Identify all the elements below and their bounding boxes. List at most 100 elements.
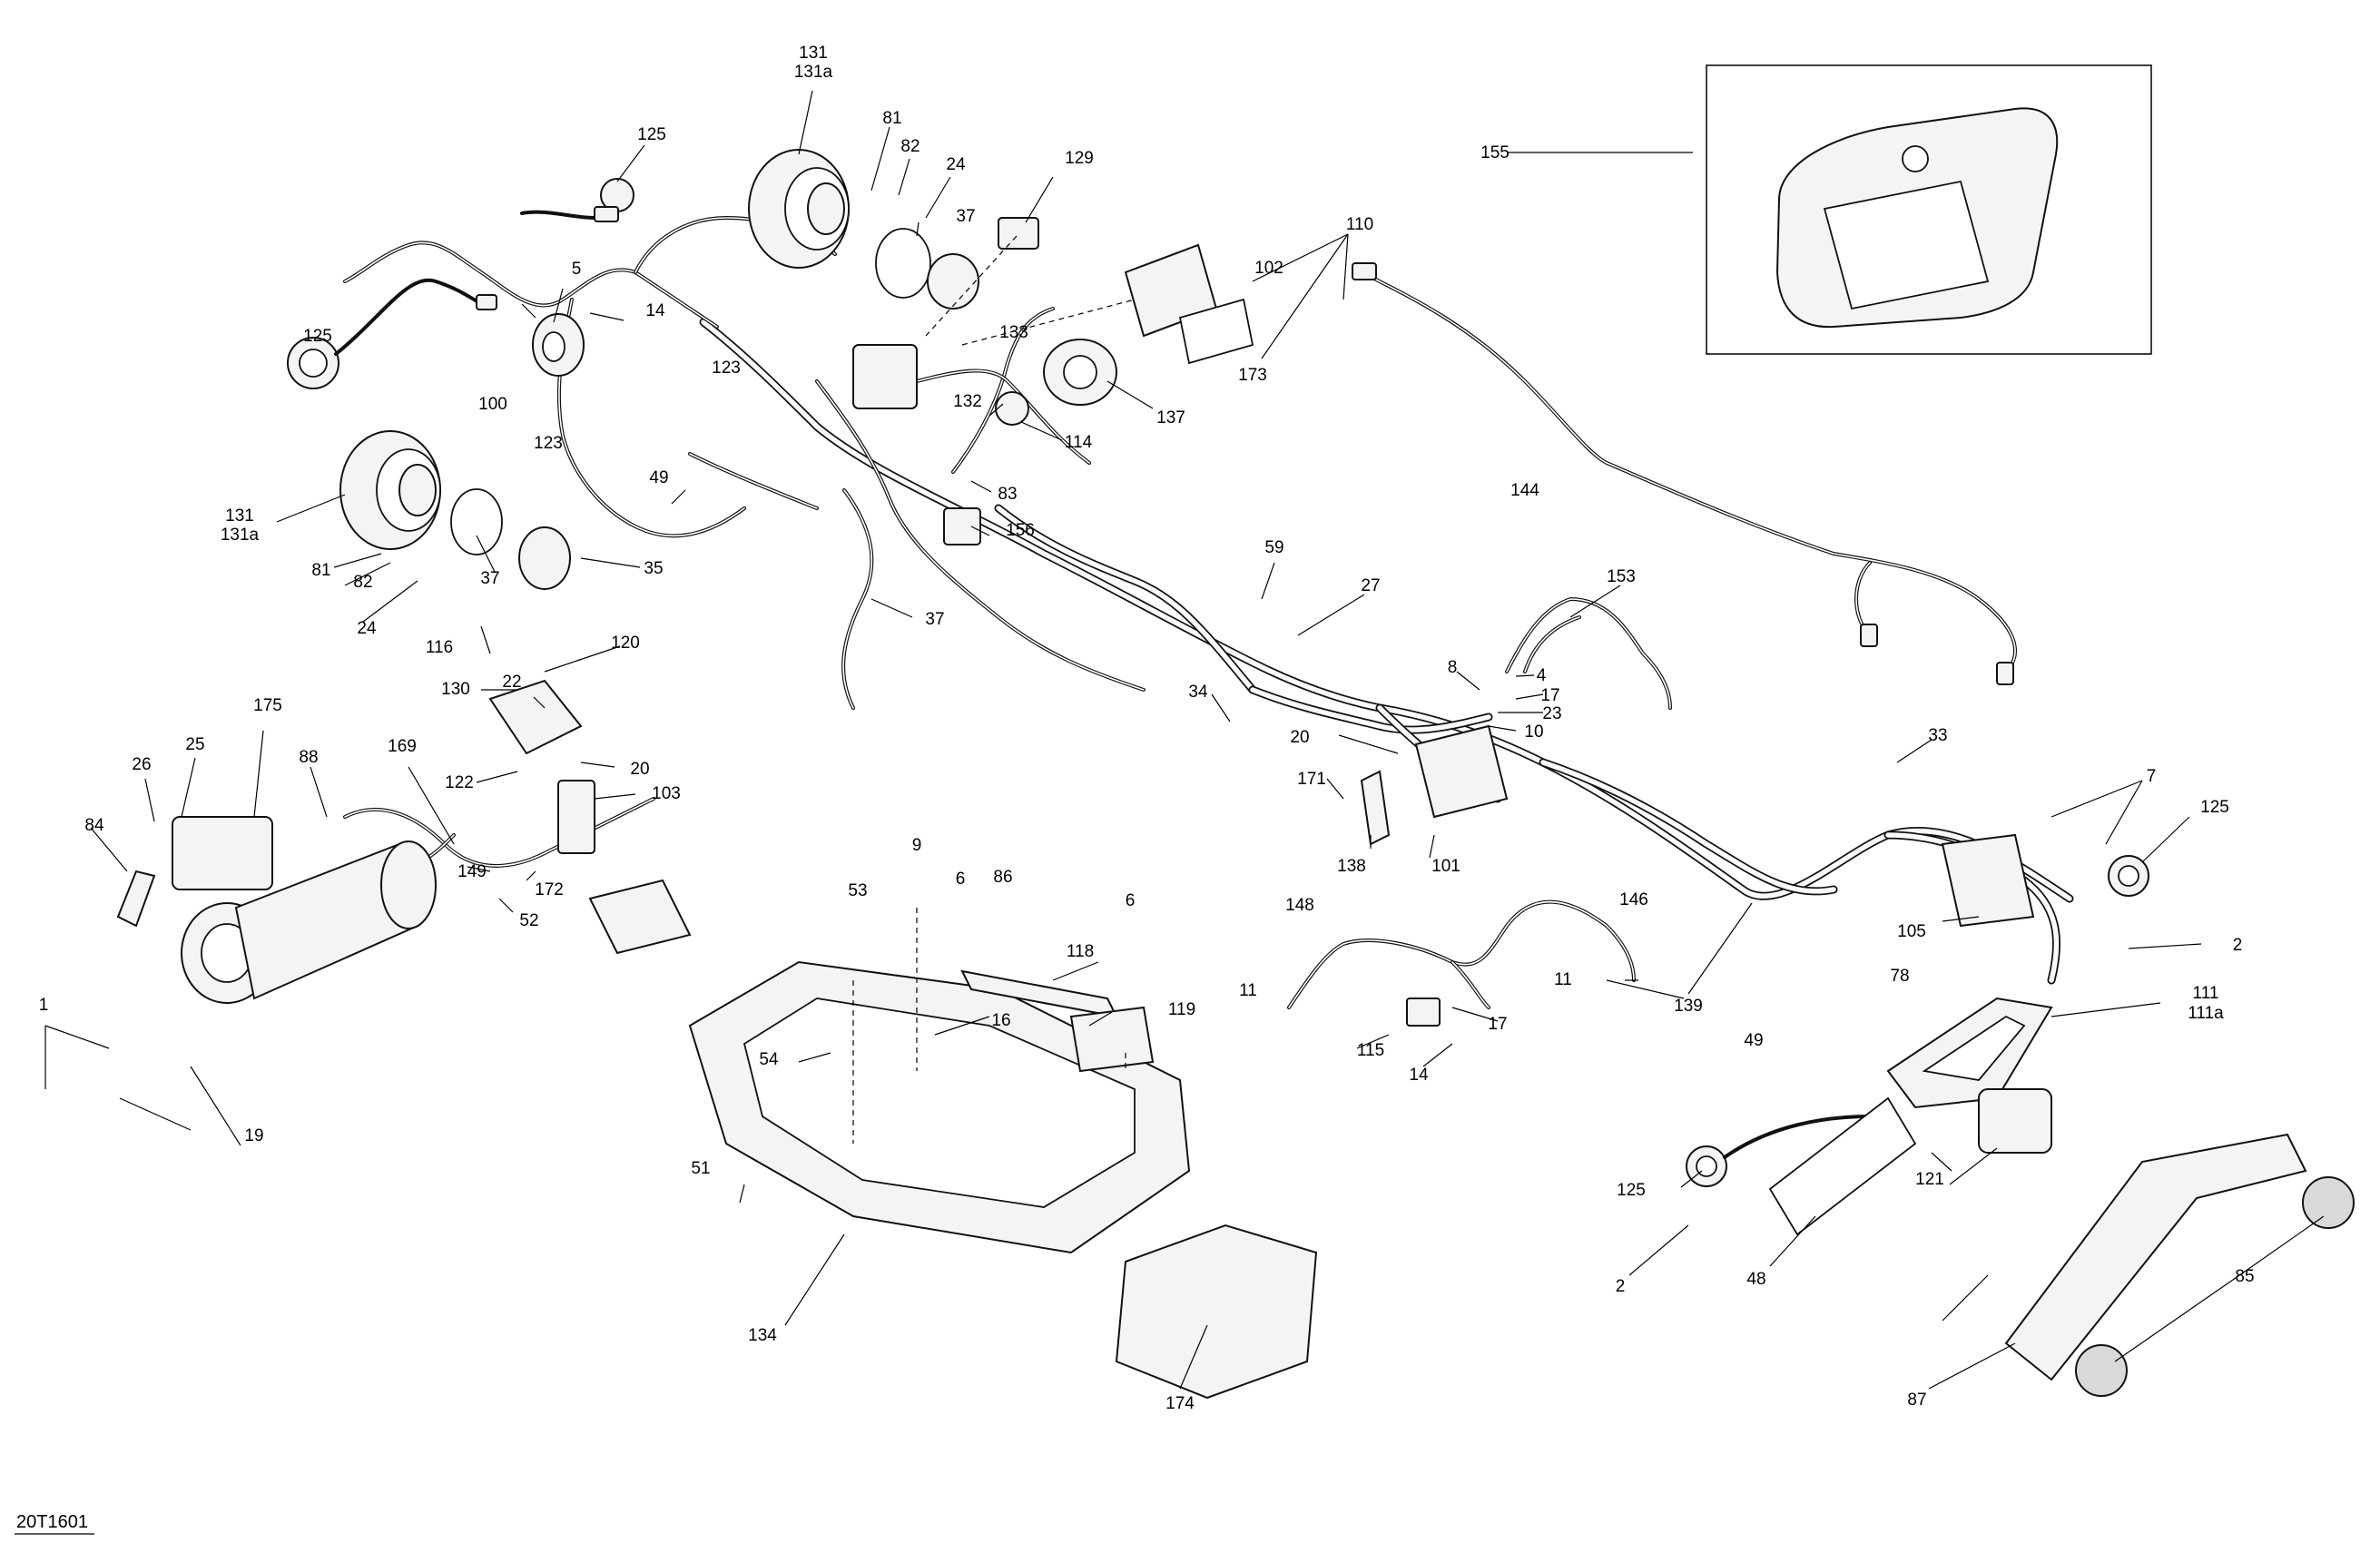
callout-123-a: 123 xyxy=(712,359,741,378)
front-harness xyxy=(343,215,1146,710)
callout-131a: 131a xyxy=(794,63,833,82)
callout-6-b: 6 xyxy=(1126,891,1136,910)
light-35 xyxy=(518,526,571,590)
callout-83: 83 xyxy=(998,485,1017,504)
junction-block-101 xyxy=(1414,724,1509,819)
callout-7: 7 xyxy=(2147,767,2157,786)
callout-1: 1 xyxy=(39,996,49,1015)
callout-17: 17 xyxy=(1540,686,1559,705)
callout-24-left: 24 xyxy=(357,619,377,638)
callout-81: 81 xyxy=(882,109,901,128)
battery-174 xyxy=(1115,1224,1318,1400)
connector-block-center xyxy=(852,344,918,409)
callout-16: 16 xyxy=(991,1011,1010,1030)
callout-146: 146 xyxy=(1619,890,1648,909)
callout-131a-left: 131a xyxy=(221,526,260,545)
callout-110: 110 xyxy=(1346,215,1373,234)
callout-52: 52 xyxy=(519,911,538,930)
callout-48: 48 xyxy=(1746,1270,1765,1289)
callout-14: 14 xyxy=(645,301,665,320)
callout-37-center: 37 xyxy=(925,610,944,629)
relay-156 xyxy=(943,507,981,545)
callout-101: 101 xyxy=(1431,857,1460,876)
callout-125-right: 125 xyxy=(2200,798,2229,817)
callout-82-left: 82 xyxy=(353,573,372,592)
callout-175: 175 xyxy=(253,696,282,715)
winch-remote-172 xyxy=(588,879,692,955)
callout-134: 134 xyxy=(748,1326,777,1345)
relay-129 xyxy=(998,217,1039,250)
callout-22: 22 xyxy=(502,673,521,692)
callout-85: 85 xyxy=(2235,1267,2254,1286)
callout-24: 24 xyxy=(946,155,966,174)
bracket-138 xyxy=(1360,770,1391,846)
callout-37-left: 37 xyxy=(480,569,499,588)
callout-133: 133 xyxy=(999,323,1028,342)
callout-169: 169 xyxy=(388,737,417,756)
callout-111a: 111a xyxy=(2188,1004,2224,1023)
callout-132: 132 xyxy=(953,392,982,411)
callout-labels: 131 131a 125 81 82 24 37 129 5 14 100 12… xyxy=(39,44,2255,1413)
callout-121: 121 xyxy=(1915,1170,1944,1189)
callout-118: 118 xyxy=(1067,942,1094,961)
callout-51: 51 xyxy=(691,1159,710,1178)
callout-6-a: 6 xyxy=(956,870,966,889)
callout-173: 173 xyxy=(1238,366,1267,385)
callout-19: 19 xyxy=(244,1126,263,1145)
headlight-lower xyxy=(339,430,503,555)
callout-86: 86 xyxy=(993,868,1012,887)
module-121 xyxy=(1978,1088,2052,1154)
light-100 xyxy=(532,313,585,377)
callout-125-bottom: 125 xyxy=(1617,1181,1646,1200)
callout-119: 119 xyxy=(1168,1000,1195,1019)
callout-138: 138 xyxy=(1337,857,1366,876)
callout-35: 35 xyxy=(644,559,663,578)
reflector-85 xyxy=(2075,1176,2355,1397)
callout-59: 59 xyxy=(1264,538,1283,557)
callout-139: 139 xyxy=(1674,997,1703,1016)
callout-23: 23 xyxy=(1542,704,1561,723)
light-125-right xyxy=(2108,855,2149,897)
callout-174: 174 xyxy=(1165,1394,1195,1413)
callout-123-b: 123 xyxy=(534,434,563,453)
callout-54: 54 xyxy=(759,1050,779,1069)
callout-26: 26 xyxy=(132,755,151,774)
callout-87: 87 xyxy=(1907,1391,1926,1410)
callout-53: 53 xyxy=(848,881,867,900)
callout-9: 9 xyxy=(912,836,922,855)
taillight-111 xyxy=(1886,997,2053,1109)
callout-122: 122 xyxy=(445,773,474,792)
callout-20-left: 20 xyxy=(630,760,649,779)
callout-49-b: 49 xyxy=(1744,1031,1763,1050)
callout-100: 100 xyxy=(478,395,507,414)
diagram-reference-id: 20T1601 xyxy=(16,1512,88,1532)
callout-2-right: 2 xyxy=(2233,936,2243,955)
callout-8: 8 xyxy=(1448,658,1458,677)
callout-5: 5 xyxy=(572,260,582,279)
callout-149: 149 xyxy=(457,862,487,881)
callout-11-left: 11 xyxy=(1239,981,1257,1000)
callout-81-left: 81 xyxy=(311,561,330,580)
bracket-119 xyxy=(1069,1006,1155,1073)
callout-155: 155 xyxy=(1480,143,1510,162)
harness-144 xyxy=(1352,262,2017,685)
callout-103: 103 xyxy=(652,784,681,803)
switch-120 xyxy=(488,679,583,755)
subframe-134 xyxy=(688,960,1191,1254)
bracket-48 xyxy=(1768,1096,1917,1236)
callout-49-a: 49 xyxy=(649,468,668,487)
inset-box-155 xyxy=(1706,64,2152,355)
callout-20-center: 20 xyxy=(1290,728,1309,747)
callout-10: 10 xyxy=(1524,722,1543,742)
callout-27: 27 xyxy=(1361,576,1380,595)
callout-115: 115 xyxy=(1357,1041,1384,1060)
callout-148: 148 xyxy=(1285,896,1314,915)
callout-129: 129 xyxy=(1065,149,1094,168)
callout-11-right: 11 xyxy=(1554,970,1572,989)
callout-131-left: 131 xyxy=(225,506,254,526)
harness-153 xyxy=(1505,596,1672,710)
callout-172: 172 xyxy=(535,880,564,899)
main-wiring-harness xyxy=(699,318,2074,985)
callout-105: 105 xyxy=(1897,922,1926,941)
callout-111: 111 xyxy=(2193,984,2219,1003)
